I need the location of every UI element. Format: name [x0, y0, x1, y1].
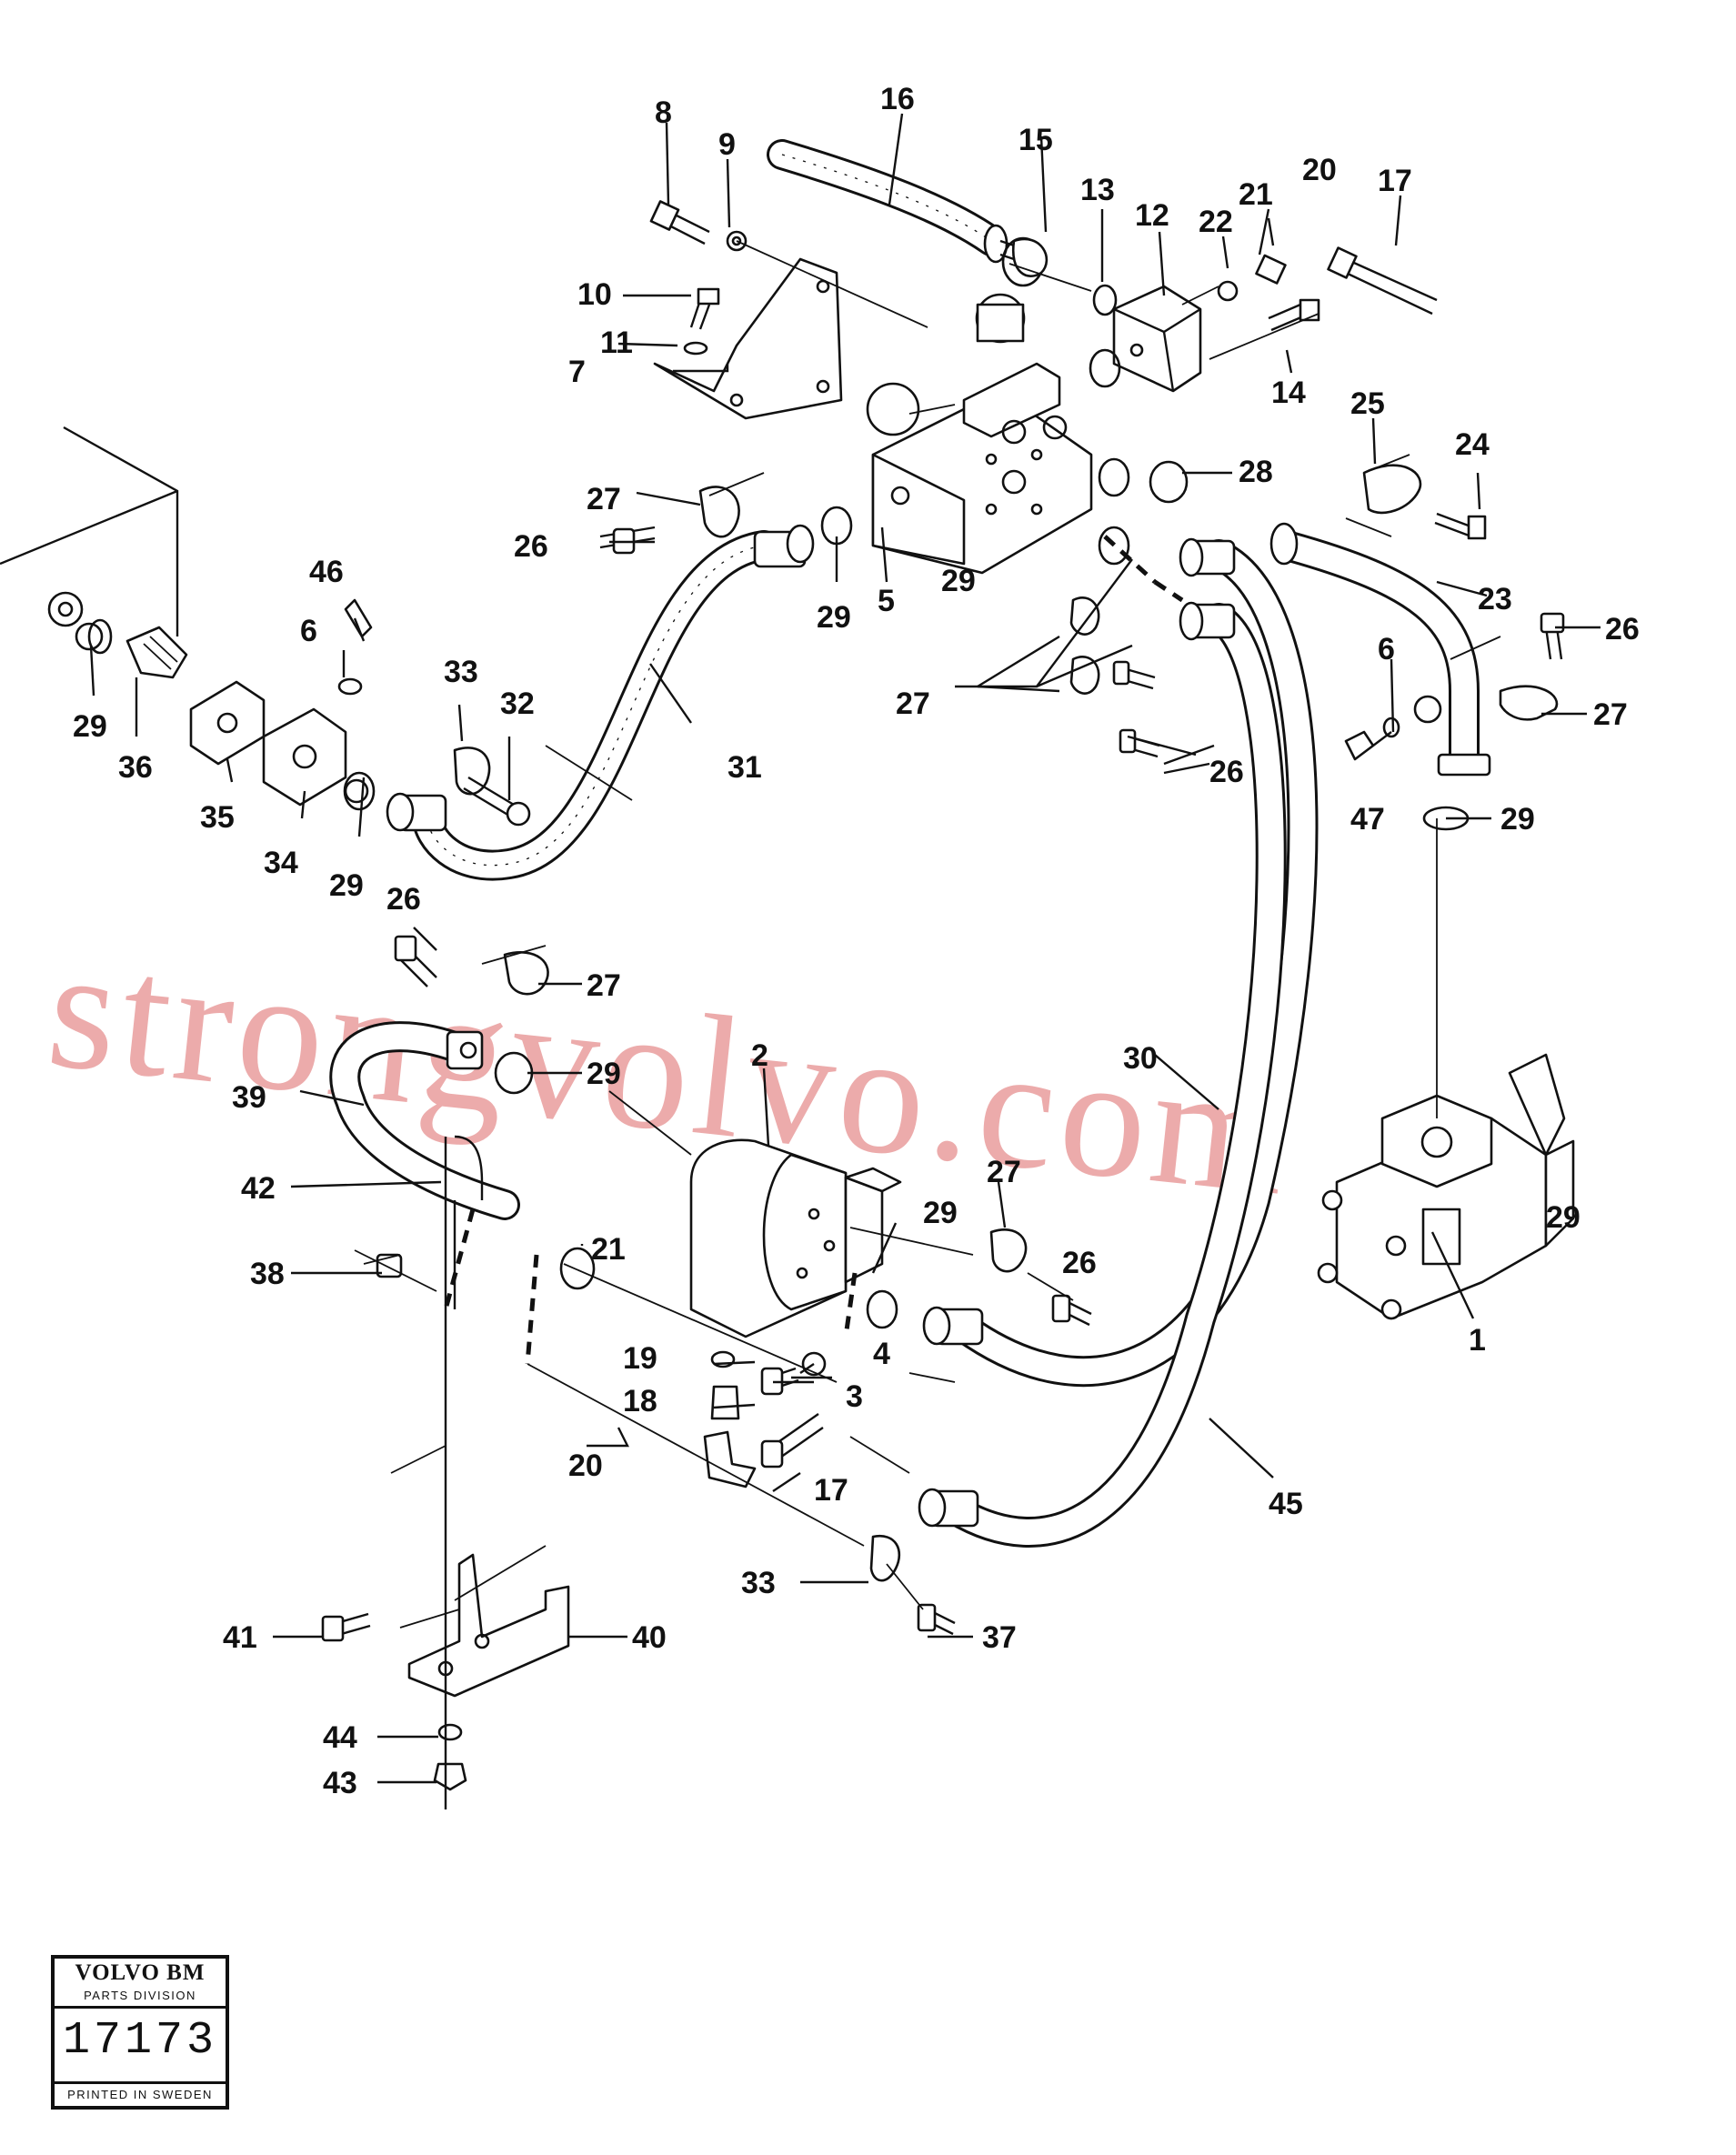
- flange-pair: [75, 622, 369, 807]
- callout-27d: 27: [587, 968, 621, 1003]
- callout-26e: 26: [1062, 1246, 1097, 1280]
- callout-21a: 21: [1239, 177, 1273, 212]
- callout-33a: 33: [444, 655, 478, 689]
- main-pump: [1317, 1053, 1575, 1320]
- parts-stamp: VOLVO BM PARTS DIVISION 17173 PRINTED IN…: [51, 1955, 229, 2110]
- callout-29f: 29: [587, 1057, 621, 1091]
- callout-47: 47: [1350, 802, 1385, 837]
- callout-17a: 17: [1378, 164, 1412, 198]
- callout-27a: 27: [587, 482, 621, 516]
- callout-45: 45: [1269, 1487, 1303, 1521]
- callout-46: 46: [309, 555, 344, 589]
- callout-10: 10: [577, 277, 612, 312]
- pressure-pipe: [1269, 522, 1491, 777]
- valve-bracket: [653, 257, 843, 420]
- callout-numbers: 1 2 3 4 5 6 6 7 8 9 10 11 12 13 14 15 16…: [73, 82, 1640, 1800]
- callout-6a: 6: [300, 614, 317, 648]
- callout-26d: 26: [386, 882, 421, 917]
- callout-29d: 29: [329, 868, 364, 903]
- callout-36: 36: [118, 750, 153, 785]
- support-rod: [443, 535, 1184, 1809]
- callout-6b: 6: [1378, 632, 1395, 667]
- callout-15: 15: [1019, 123, 1053, 157]
- callout-2: 2: [751, 1038, 768, 1073]
- callout-11: 11: [600, 326, 633, 360]
- callout-29e: 29: [73, 709, 107, 744]
- callout-19: 19: [623, 1341, 657, 1376]
- callout-31: 31: [728, 750, 762, 785]
- callout-26c: 26: [1209, 755, 1244, 789]
- callout-24: 24: [1455, 427, 1490, 462]
- pump-return-hose: [329, 1021, 520, 1220]
- callout-34: 34: [264, 846, 298, 880]
- callout-32: 32: [500, 687, 535, 721]
- leader-lines: [89, 113, 1601, 1784]
- control-valve: [866, 293, 1093, 575]
- callout-20b: 20: [568, 1448, 603, 1483]
- callout-16: 16: [880, 82, 915, 116]
- callout-29h: 29: [1546, 1200, 1580, 1235]
- callout-23: 23: [1478, 582, 1512, 616]
- adapter-block: [1112, 285, 1202, 393]
- callout-40: 40: [632, 1620, 667, 1655]
- callout-29a: 29: [817, 600, 851, 635]
- callout-13: 13: [1080, 173, 1115, 207]
- stamp-division: PARTS DIVISION: [55, 1989, 226, 2009]
- callout-33b: 33: [741, 1566, 776, 1600]
- stamp-brand: VOLVO BM: [75, 1960, 206, 1985]
- callout-29g: 29: [923, 1196, 958, 1230]
- pressure-line-top: [1327, 246, 1438, 316]
- long-hose-pair: [918, 537, 1319, 1548]
- callout-28: 28: [1239, 455, 1273, 489]
- tank-outline: [0, 426, 179, 636]
- callout-27b: 27: [896, 687, 930, 721]
- callout-43: 43: [323, 1766, 357, 1800]
- callout-35: 35: [200, 800, 235, 835]
- callout-25: 25: [1350, 386, 1385, 421]
- alignment-lines: [354, 240, 1501, 1629]
- suction-hose: [767, 139, 1008, 264]
- callout-42: 42: [241, 1171, 276, 1206]
- pump-bracket: [407, 1553, 570, 1698]
- callout-30: 30: [1123, 1041, 1158, 1076]
- callout-37: 37: [982, 1620, 1017, 1655]
- callout-3: 3: [846, 1379, 863, 1414]
- callout-29c: 29: [1500, 802, 1535, 837]
- callout-7: 7: [568, 355, 586, 389]
- callout-41: 41: [223, 1620, 257, 1655]
- stamp-footer: PRINTED IN SWEDEN: [55, 2081, 226, 2106]
- callout-1: 1: [1469, 1323, 1486, 1358]
- callout-9: 9: [718, 127, 736, 162]
- callout-4: 4: [873, 1337, 890, 1371]
- callout-27c: 27: [1593, 697, 1628, 732]
- callout-26a: 26: [514, 529, 548, 564]
- callout-5: 5: [878, 584, 895, 618]
- callout-21b: 21: [591, 1232, 626, 1267]
- clamps: [453, 464, 1559, 1582]
- callout-18: 18: [623, 1384, 657, 1418]
- callout-17b: 17: [814, 1473, 848, 1508]
- callout-27e: 27: [987, 1155, 1021, 1189]
- callout-38: 38: [250, 1257, 285, 1291]
- callout-39: 39: [232, 1080, 266, 1115]
- callout-22: 22: [1199, 205, 1233, 239]
- callout-26b: 26: [1605, 612, 1640, 646]
- callout-20a: 20: [1302, 153, 1337, 187]
- return-hose: [386, 524, 815, 881]
- callout-44: 44: [323, 1720, 357, 1755]
- callout-14: 14: [1271, 376, 1306, 410]
- tank-fitting: [125, 626, 188, 679]
- stamp-number: 17173: [62, 2015, 218, 2067]
- callout-12: 12: [1135, 198, 1169, 233]
- watermark: strongvolvo.com: [40, 912, 1301, 1232]
- pump: [689, 1138, 902, 1338]
- callout-29b: 29: [941, 564, 976, 598]
- callout-8: 8: [655, 95, 672, 130]
